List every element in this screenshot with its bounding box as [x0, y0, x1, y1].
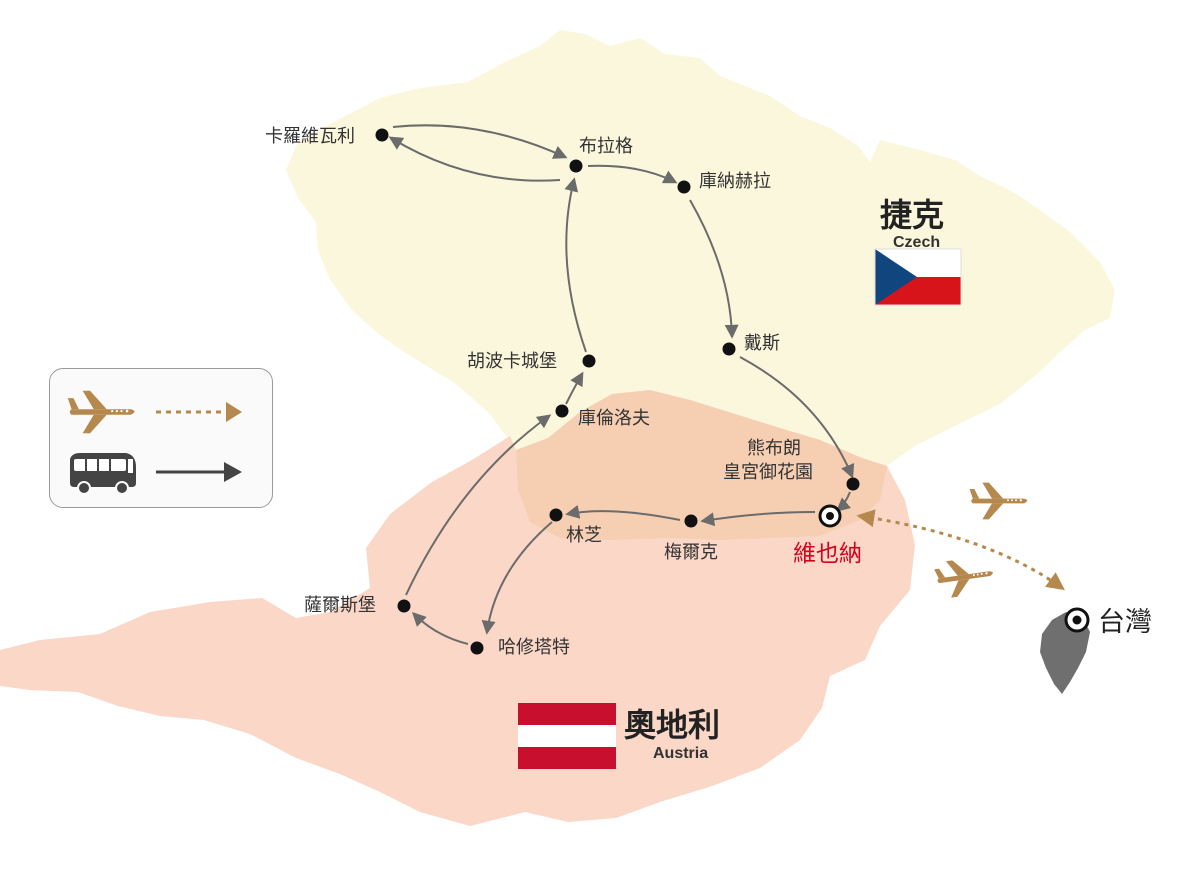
city-dot-telc	[722, 342, 736, 356]
route-hluboka-to-prague	[564, 177, 587, 353]
city-dot-salzburg	[397, 599, 411, 613]
flight-line-sample	[156, 402, 242, 422]
legend-row-bus	[50, 447, 272, 497]
route-prague-to-kutna	[587, 164, 678, 184]
austria-flag-icon	[518, 703, 616, 769]
czech-flag-icon	[874, 248, 962, 306]
airplane-icon	[67, 390, 135, 434]
city-label-schonbrunn-1: 熊布朗	[747, 438, 801, 459]
taiwan-island	[1040, 612, 1090, 694]
city-dot-kutna-hora	[677, 180, 691, 194]
country-english-austria: Austria	[653, 745, 708, 762]
city-label-salzburg: 薩爾斯堡	[304, 595, 376, 616]
airplane-icon	[933, 554, 996, 600]
overlap-region	[516, 390, 887, 540]
flight-route-taiwan-vienna	[856, 509, 1065, 591]
city-dot-karlovy-vary	[375, 128, 389, 142]
route-vienna-to-melk	[700, 511, 816, 527]
route-salzburg-to-krumlov	[405, 414, 552, 596]
route-hallstatt-to-salzburg	[412, 612, 469, 645]
route-schonbrunn-to-vienna	[835, 491, 852, 512]
airplane-icon	[969, 482, 1028, 520]
legend-row-flight	[50, 387, 272, 437]
city-label-prague: 布拉格	[579, 136, 633, 157]
route-melk-to-linz	[565, 505, 681, 521]
city-label-telc: 戴斯	[744, 333, 780, 354]
city-dot-schonbrunn	[846, 477, 860, 491]
city-label-karlovy-vary: 卡羅維瓦利	[265, 126, 355, 147]
route-krumlov-to-hluboka	[565, 371, 584, 405]
city-label-cesky-krumlov: 庫倫洛夫	[578, 408, 650, 429]
bus-icon	[70, 453, 136, 495]
country-english-czech: Czech	[893, 234, 940, 251]
route-kutna-to-telc	[689, 199, 739, 339]
city-dot-hallstatt	[470, 641, 484, 655]
city-label-hluboka: 胡波卡城堡	[467, 351, 557, 372]
city-dot-prague	[569, 159, 583, 173]
country-name-austria: 奧地利	[624, 706, 720, 744]
city-dot-hluboka	[582, 354, 596, 368]
city-label-schonbrunn-2: 皇宮御花園	[723, 462, 813, 483]
czech-territory	[286, 30, 1115, 466]
city-label-hallstatt: 哈修塔特	[498, 637, 570, 658]
city-dot-cesky-krumlov	[555, 404, 569, 418]
city-label-kutna-hora: 庫納赫拉	[699, 171, 771, 192]
city-dot-linz	[549, 508, 563, 522]
bus-line-sample	[156, 462, 242, 482]
city-dot-melk	[684, 514, 698, 528]
city-label-linz: 林芝	[566, 525, 602, 546]
country-name-czech: 捷克	[880, 196, 944, 234]
capital-label: 維也納	[793, 541, 862, 567]
route-karlovy-to-prague	[392, 124, 568, 159]
legend	[49, 368, 273, 508]
city-label-melk: 梅爾克	[664, 542, 718, 563]
route-prague-to-karlovy	[388, 136, 561, 182]
route-linz-to-hallstatt	[481, 521, 553, 635]
route-telc-to-vienna	[739, 356, 855, 479]
home-label: 台灣	[1098, 607, 1152, 638]
